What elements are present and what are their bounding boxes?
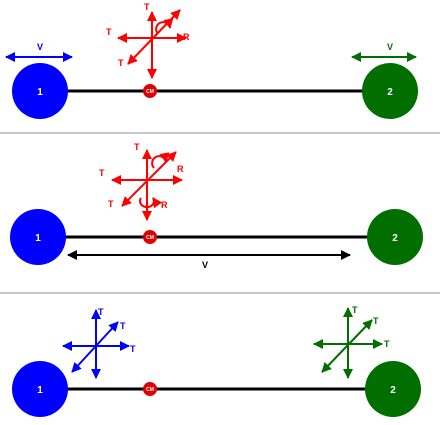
velocity-label-rod: V xyxy=(202,260,208,270)
atom-1 xyxy=(10,209,66,265)
cm-label: CM xyxy=(146,235,154,241)
atom-1-label: 1 xyxy=(37,87,43,98)
axis-label-t-right: T xyxy=(384,339,390,349)
atom-2-label: 2 xyxy=(390,385,396,396)
axis-label-t-top: T xyxy=(134,142,140,152)
rotation-mark-lower xyxy=(139,197,163,209)
center-of-mass xyxy=(143,382,157,396)
axis-label-r: R xyxy=(183,32,190,42)
atom-1 xyxy=(12,63,68,119)
atom-1-axes: T T T xyxy=(62,307,136,379)
rotation-mark-upper xyxy=(151,152,170,169)
atom-1-label: 1 xyxy=(35,233,41,244)
rotation-mark xyxy=(155,18,174,35)
velocity-label-atom-1: V xyxy=(37,42,43,52)
axis-label-r-lower: R xyxy=(161,200,168,210)
axis-label-t-left: T xyxy=(99,168,105,178)
axis-label-t-diag: T xyxy=(120,321,126,331)
axis-label-t-top: T xyxy=(98,307,104,317)
cm-axes-middle: T T T R R xyxy=(99,142,184,221)
axis-diagonal xyxy=(321,319,373,373)
center-of-mass xyxy=(143,84,157,98)
atom-1 xyxy=(12,361,68,417)
atom-2-axes: T T T xyxy=(313,305,390,379)
cm-label: CM xyxy=(146,89,154,95)
axis-label-r-upper: R xyxy=(177,164,184,174)
axis-label-t-right: T xyxy=(130,344,136,354)
axis-label-t-top: T xyxy=(144,2,150,12)
center-of-mass xyxy=(143,230,157,244)
atom-2-label: 2 xyxy=(387,87,393,98)
atom-2-label: 2 xyxy=(392,233,398,244)
atom-1-label: 1 xyxy=(37,385,43,396)
panel-top: 1 2 CM V V T T T R xyxy=(5,2,418,119)
axis-label-t-top: T xyxy=(352,305,358,315)
axis-label-t-diag: T xyxy=(373,316,379,326)
atom-2 xyxy=(362,63,418,119)
panel-bottom: 1 2 CM T T T T T T xyxy=(12,305,421,417)
cm-label: CM xyxy=(146,387,154,393)
velocity-label-atom-2: V xyxy=(387,42,393,52)
axis-label-t-diag: T xyxy=(118,58,124,68)
axis-diagonal xyxy=(71,321,119,373)
cm-axes-top: T T T R xyxy=(106,2,190,79)
axis-label-t-diag: T xyxy=(108,199,114,209)
panel-middle: 1 2 CM V T T T R R xyxy=(10,142,423,270)
atom-2 xyxy=(367,209,423,265)
atom-2 xyxy=(365,361,421,417)
axis-label-t-left: T xyxy=(106,27,112,37)
